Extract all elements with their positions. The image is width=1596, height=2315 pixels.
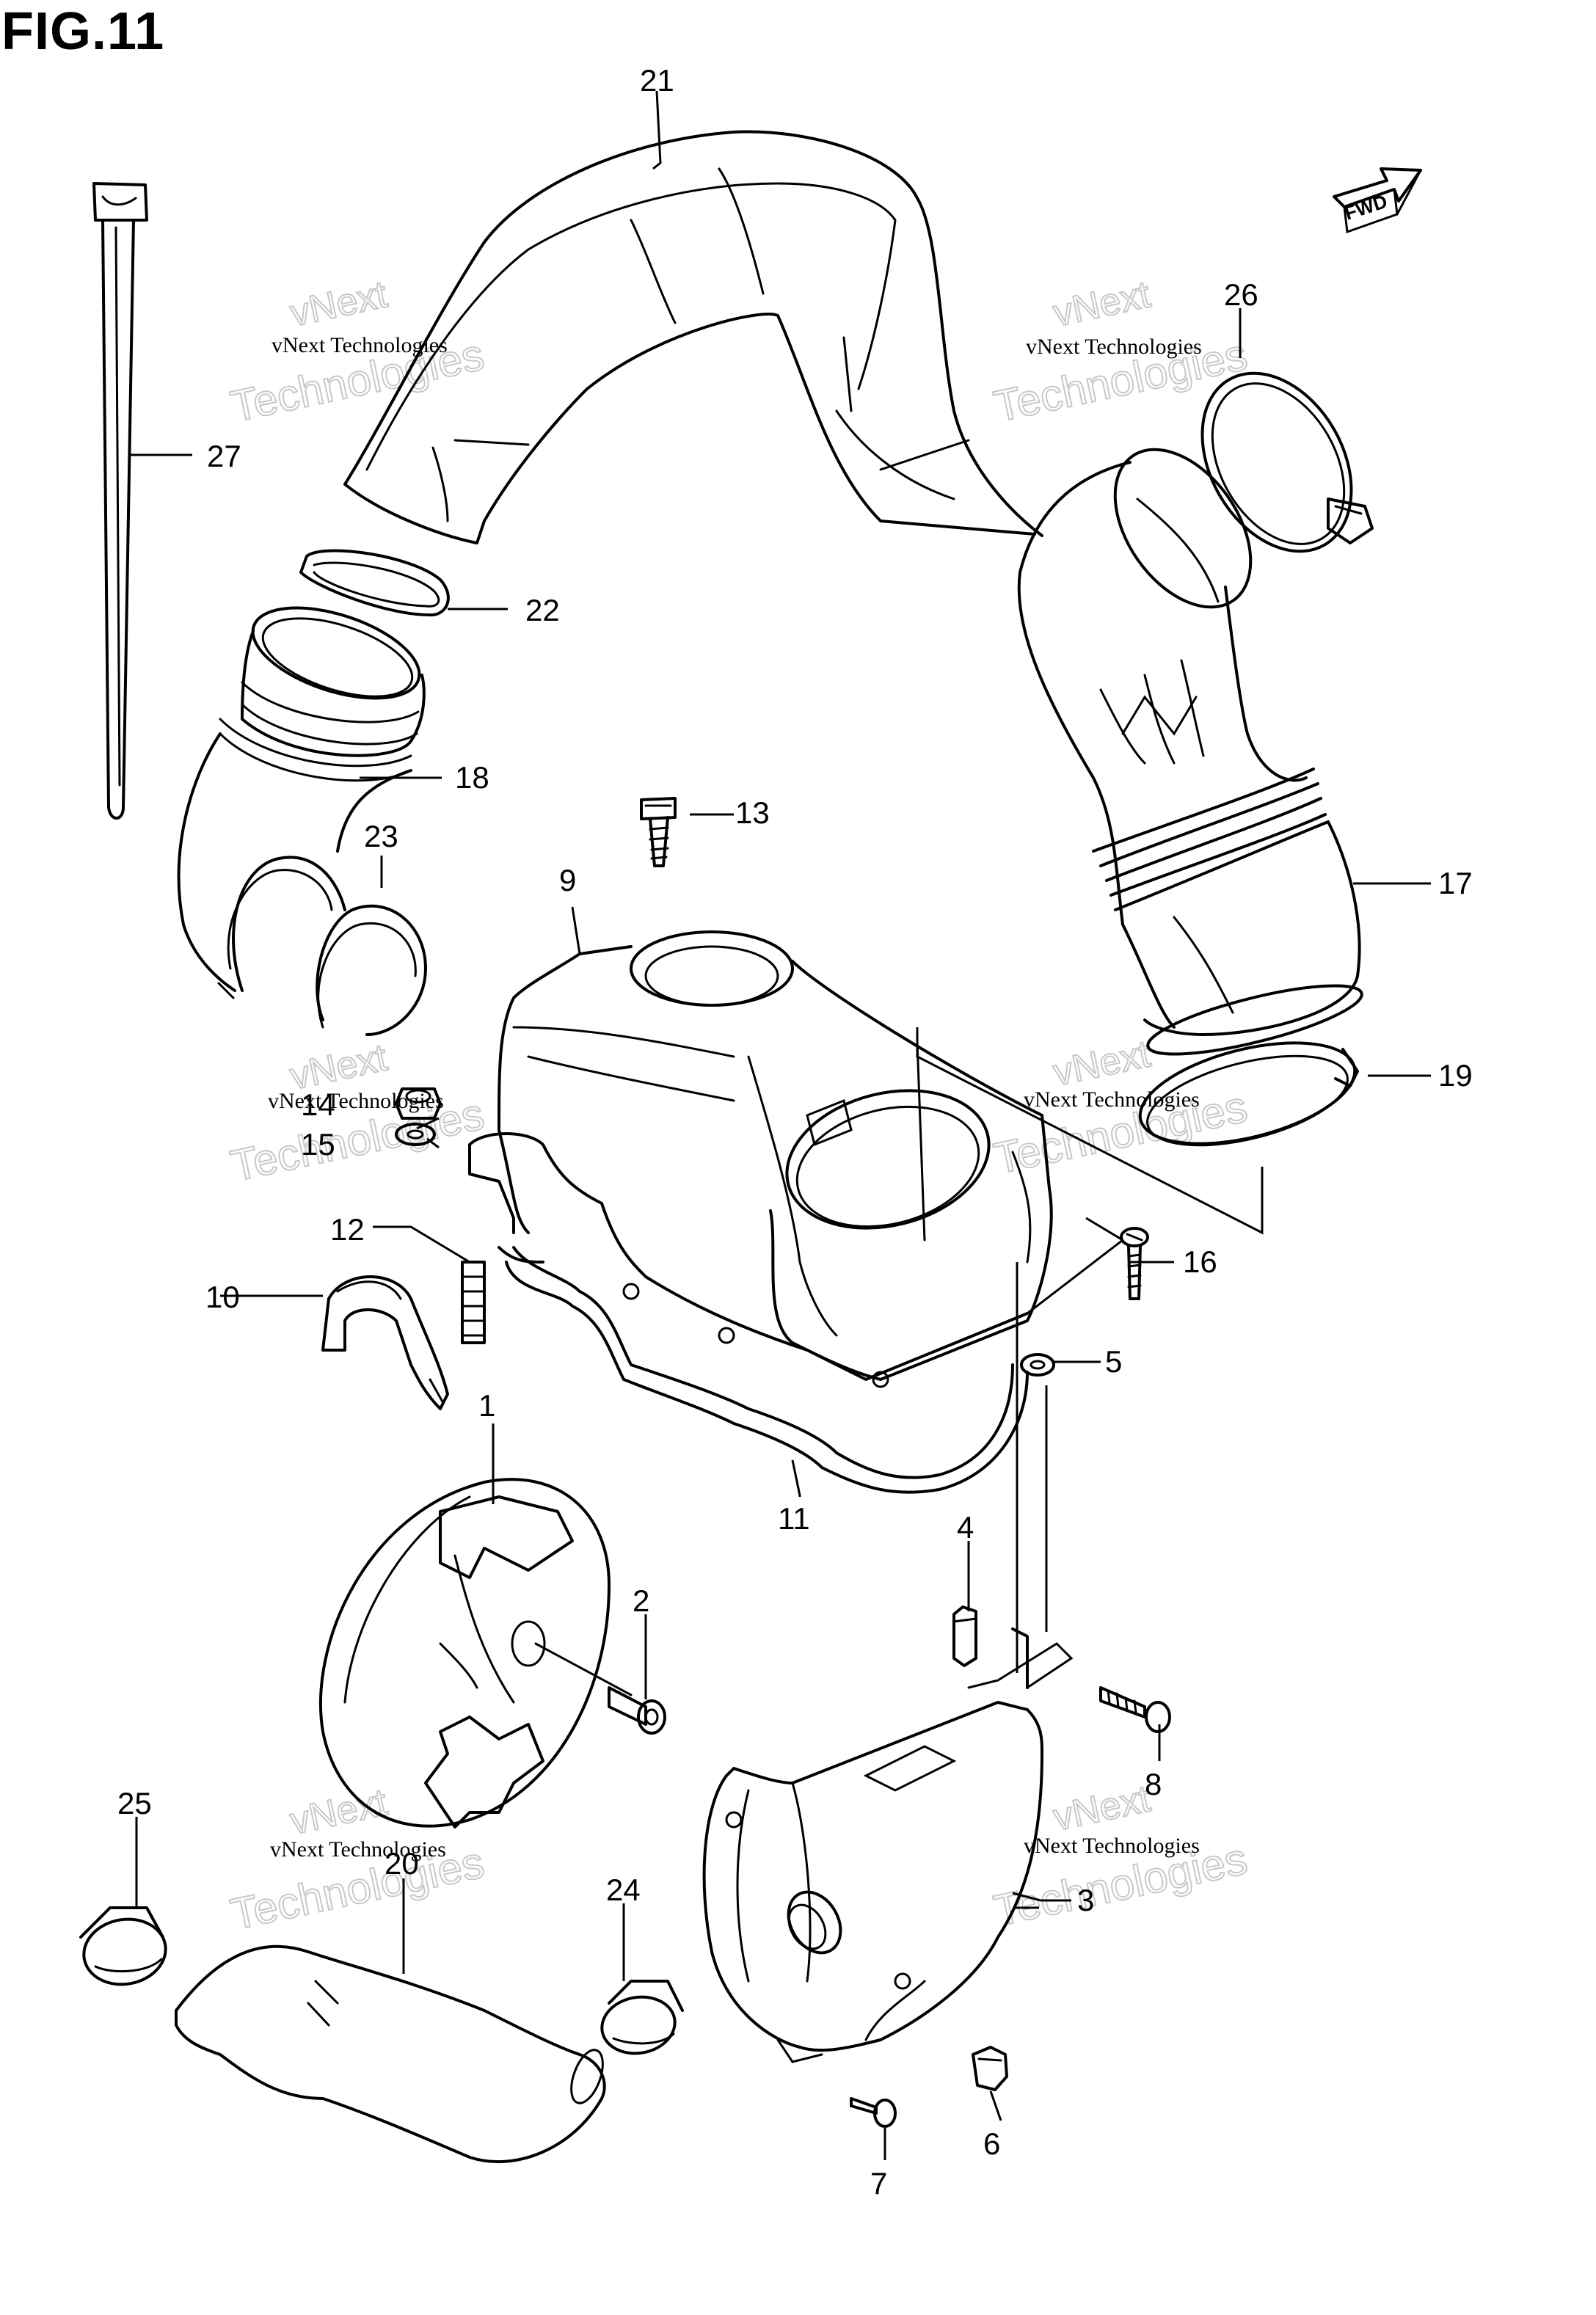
callout-6: 6: [983, 2126, 1000, 2161]
part-6-grommet: [972, 2046, 1008, 2091]
callout-27: 27: [207, 439, 241, 473]
part-11-seal: [505, 1246, 1029, 1494]
part-17-flex-duct: [1017, 448, 1363, 1056]
watermark-top-right: vNext Technologies vNext Technologies: [989, 272, 1253, 431]
part-9-airbox-cover: [468, 930, 1053, 1388]
part-25-hose-clamp: [79, 1906, 167, 1986]
callout-22: 22: [525, 593, 560, 627]
part-26-hose-clamp: [1200, 371, 1374, 553]
watermark-text: vNext Technologies: [1024, 1834, 1200, 1858]
part-7-screw: [850, 2097, 897, 2128]
callout-17: 17: [1438, 866, 1473, 900]
part-22-gasket: [299, 549, 450, 617]
callout-24: 24: [606, 1873, 641, 1907]
part-3-lower-housing: [702, 1627, 1074, 2063]
part-2-bolt: [534, 1642, 666, 1735]
callout-9: 9: [559, 863, 576, 897]
callout-4: 4: [957, 1510, 974, 1545]
part-18-intake-boot: [177, 606, 426, 999]
callout-12: 12: [330, 1212, 365, 1247]
part-15-washer: [395, 1123, 436, 1146]
callout-1: 1: [478, 1388, 495, 1423]
callout-19: 19: [1438, 1058, 1473, 1093]
callout-14: 14: [301, 1087, 335, 1122]
callout-23: 23: [364, 819, 398, 853]
callout-16: 16: [1183, 1244, 1217, 1279]
part-10-bracket: [321, 1275, 449, 1410]
watermark-text: vNext Technologies: [1026, 335, 1202, 359]
watermark-mid-left: vNext Technologies vNext Technologies: [226, 1035, 489, 1191]
callout-8: 8: [1145, 1767, 1162, 1801]
watermark-text: vNext: [1049, 1777, 1154, 1839]
part-20-hose: [175, 1944, 606, 2164]
watermark-text: vNext: [1049, 273, 1154, 335]
part-27-cable-tie: [92, 182, 148, 820]
watermark-text: vNext Technologies: [270, 1837, 446, 1862]
part-12-stud: [461, 1261, 486, 1344]
callout-25: 25: [117, 1786, 152, 1820]
part-24-hose-clamp: [600, 1980, 684, 2055]
part-8-screw: [1099, 1686, 1171, 1733]
callout-15: 15: [301, 1127, 335, 1162]
part-21-intake-duct: [343, 130, 1043, 544]
forward-direction-arrow: FWD: [1333, 167, 1422, 234]
callout-3: 3: [1077, 1883, 1094, 1917]
part-1-rotor: [319, 1478, 611, 1829]
part-16-screw: [1120, 1227, 1149, 1300]
callout-11: 11: [778, 1501, 810, 1536]
part-4-pin: [952, 1605, 977, 1667]
watermark-bottom-right: vNext Technologies vNext Technologies: [989, 1776, 1253, 1936]
watermark-text: vNext: [1049, 1032, 1154, 1094]
callout-18: 18: [455, 760, 489, 795]
callout-5: 5: [1105, 1344, 1122, 1379]
watermark-mid-right: vNext Technologies vNext Technologies: [989, 1032, 1253, 1184]
callout-13: 13: [735, 795, 770, 830]
leader-lines: [129, 90, 1431, 2160]
callout-21: 21: [640, 63, 674, 98]
part-23-clamp: [227, 856, 427, 1036]
part-13-bolt: [640, 797, 677, 867]
watermark-bottom-left: vNext Technologies vNext Technologies: [226, 1780, 489, 1939]
part-5-washer: [1020, 1353, 1055, 1377]
callout-26: 26: [1224, 277, 1258, 312]
part-14-nut: [395, 1087, 442, 1120]
watermark-top-left: vNext Technologies vNext Technologies: [226, 272, 489, 431]
figure-title: FIG.11: [1, 2, 165, 61]
callout-20: 20: [385, 1846, 419, 1881]
callout-7: 7: [870, 2166, 887, 2201]
watermark-text: vNext Technologies: [272, 333, 448, 357]
part-19-band-clamp: [1138, 1041, 1359, 1147]
callout-2: 2: [633, 1583, 649, 1618]
watermark-text: vNext: [286, 273, 391, 335]
callout-labels: 21 26 27 22 18 13 23 9 17 19 14 15 12 16…: [117, 63, 1473, 2201]
callout-10: 10: [205, 1280, 240, 1314]
